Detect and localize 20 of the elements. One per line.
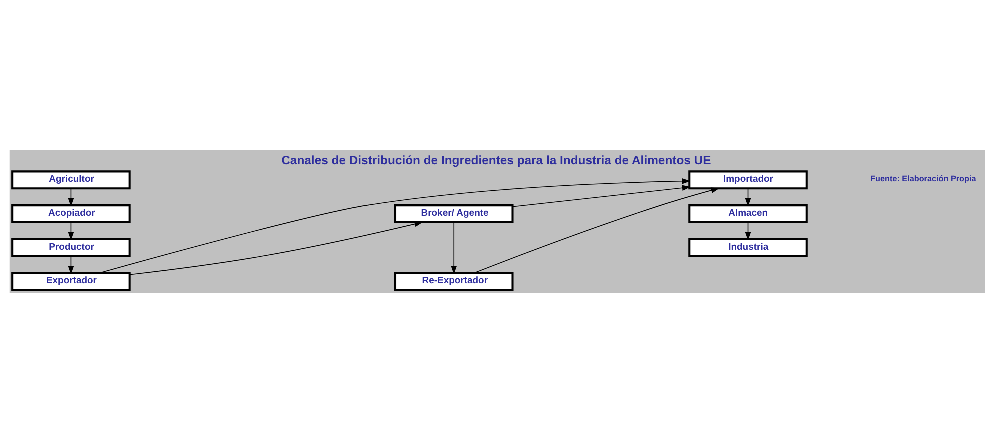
node-box: Agricultor — [11, 170, 130, 190]
arrow — [744, 188, 751, 207]
node-box: Industria — [688, 238, 808, 258]
node-box: Acopiador — [11, 204, 130, 224]
arrow — [98, 178, 690, 274]
arrow — [68, 222, 74, 241]
node-box: Importador — [688, 170, 808, 190]
arrow — [473, 188, 720, 274]
node-box: Broker/ Agente — [394, 204, 514, 224]
arrow — [744, 222, 751, 241]
node-box: Almacen — [688, 204, 808, 224]
node-box: Productor — [11, 238, 130, 258]
arrow — [512, 185, 690, 208]
arrow — [68, 188, 74, 207]
arrow — [68, 256, 74, 275]
node-box: Re-Exportador — [394, 272, 514, 292]
node-box: Exportador — [11, 272, 130, 292]
arrow — [129, 221, 423, 276]
diagram-title: Canales de Distribución de Ingredientes para la Industria de Alimentos UE — [281, 154, 711, 168]
arrow — [450, 222, 457, 274]
